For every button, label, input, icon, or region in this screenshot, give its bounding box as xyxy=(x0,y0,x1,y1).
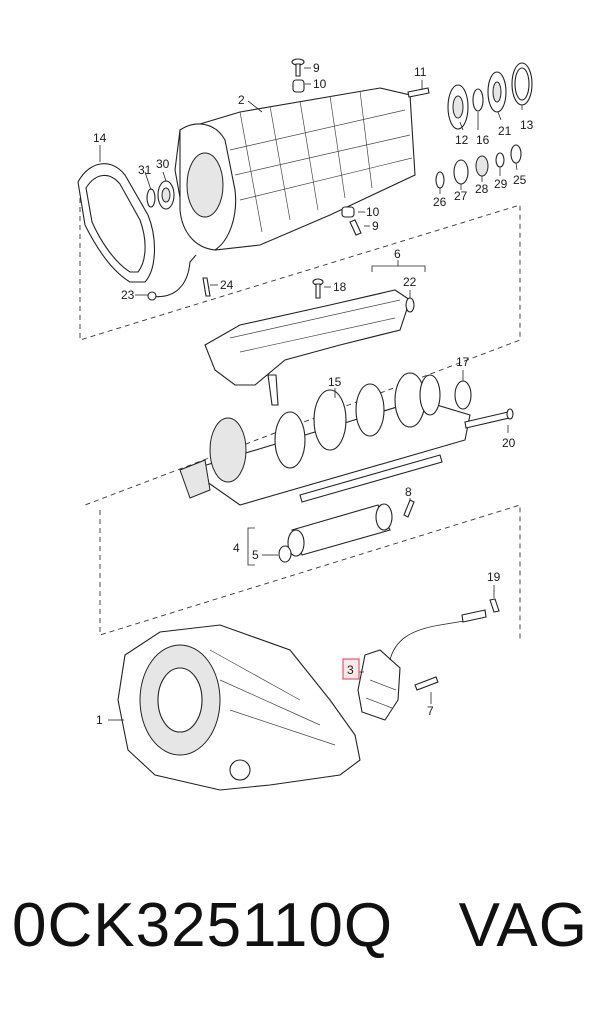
gearbox-housing xyxy=(174,87,416,251)
callout-27: 27 xyxy=(454,189,468,203)
o-ring-22 xyxy=(405,297,415,313)
filter-4 xyxy=(287,503,393,557)
gear-shaft-assembly xyxy=(179,372,471,506)
callout-3-highlight xyxy=(342,658,360,680)
brand-label: VAG xyxy=(458,891,588,960)
callout-9-top: 9 xyxy=(313,61,320,75)
callout-18: 18 xyxy=(333,280,347,294)
callout-10-lower: 10 xyxy=(366,205,380,219)
callout-15: 15 xyxy=(328,375,342,389)
callout-17: 17 xyxy=(456,355,470,369)
callout-31: 31 xyxy=(138,163,152,177)
bolt-top xyxy=(291,58,305,77)
callout-30: 30 xyxy=(156,157,170,171)
callout-8: 8 xyxy=(405,485,412,499)
callout-24: 24 xyxy=(220,278,234,292)
sleeve-top xyxy=(292,79,305,93)
callout-5: 5 xyxy=(252,548,259,562)
callout-14: 14 xyxy=(93,131,107,145)
callout-6: 6 xyxy=(394,247,401,261)
callout-3: 3 xyxy=(347,663,354,677)
seal-5 xyxy=(278,545,292,563)
callout-11: 11 xyxy=(414,65,427,79)
callout-26: 26 xyxy=(433,195,447,209)
shift-housing xyxy=(204,289,411,406)
circlip-16 xyxy=(472,88,484,112)
callout-28: 28 xyxy=(475,182,489,196)
seal-13 xyxy=(511,62,533,106)
gearbox-case xyxy=(117,624,361,791)
callouts: 1 2 3 4 5 6 7 8 9 9 10 10 11 12 13 14 15… xyxy=(93,61,534,727)
callout-22: 22 xyxy=(403,275,417,289)
callout-2: 2 xyxy=(238,93,245,107)
bearing-21 xyxy=(487,71,507,113)
bolt-11 xyxy=(407,87,430,98)
callout-13: 13 xyxy=(520,118,534,132)
callout-12: 12 xyxy=(455,133,469,147)
small-parts-row xyxy=(435,144,522,189)
exploded-parts-diagram: 1 2 3 4 5 6 7 8 9 9 10 10 11 12 13 14 15… xyxy=(77,58,534,791)
bearing-12 xyxy=(447,84,469,130)
assembly-frame-lower xyxy=(99,504,521,640)
callout-1: 1 xyxy=(96,713,103,727)
callout-4: 4 xyxy=(233,541,240,555)
o-ring-17 xyxy=(454,380,472,410)
bolt-lower xyxy=(349,219,362,236)
callout-16: 16 xyxy=(476,133,490,147)
caption: 0CK325110Q VAG xyxy=(0,890,600,990)
callout-23: 23 xyxy=(121,288,135,302)
part-number: 0CK325110Q xyxy=(12,891,394,960)
bolt-8 xyxy=(403,499,415,518)
callout-19: 19 xyxy=(487,570,501,584)
bolt-18 xyxy=(312,278,324,299)
callout-25: 25 xyxy=(513,173,527,187)
oil-pipe-23 xyxy=(147,254,197,301)
bolt-7 xyxy=(414,676,439,691)
seal-30 xyxy=(157,180,175,210)
leader-lines xyxy=(99,67,523,721)
bolt-20 xyxy=(464,408,514,429)
callout-29: 29 xyxy=(494,177,508,191)
callout-7: 7 xyxy=(427,704,434,718)
callout-10-top: 10 xyxy=(313,77,327,91)
callout-9-lower: 9 xyxy=(372,219,379,233)
bolt-19 xyxy=(489,598,500,613)
callout-21: 21 xyxy=(498,124,512,138)
bolt-24 xyxy=(202,277,211,297)
cover-gasket xyxy=(77,163,156,283)
sleeve-lower xyxy=(341,206,355,218)
circlip-31 xyxy=(146,188,156,208)
sensor-3 xyxy=(357,609,487,721)
callout-20: 20 xyxy=(502,436,516,450)
